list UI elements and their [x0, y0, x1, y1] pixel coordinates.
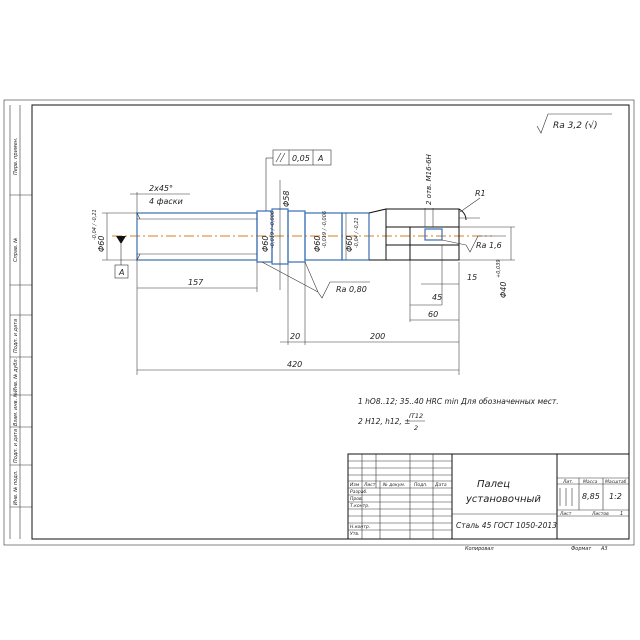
side-stamp-column: Перв. примен. Справ. № Подп. и дата Инв.… — [9, 105, 32, 539]
side-stamp-4: Инв. № дубл. — [13, 358, 19, 392]
part-name-line-2: установочный — [465, 494, 541, 505]
shoulder-diameter-label: Φ58 — [282, 191, 291, 207]
chamfer-count: 4 фаски — [149, 197, 183, 206]
bore-roughness-label: Ra 1,6 — [476, 241, 502, 250]
sheet-outer-border — [3, 99, 635, 546]
tb-role-3: Т.контр. — [350, 503, 370, 509]
note-line-1: 1 hО8..12; 35..40 HRC min Для обозначенн… — [358, 397, 559, 406]
tb-role-2: Пров. — [350, 496, 363, 502]
len-20-label: 20 — [290, 332, 300, 341]
chamfer-callout: 2x45° 4 фаски — [130, 184, 190, 213]
radius-label: R1 — [475, 189, 486, 198]
bore-diameter-dim: Φ40 +0,039 — [459, 226, 515, 298]
tb-col-lit: Лит. — [562, 479, 573, 485]
bore-diameter-tol: +0,039 — [496, 259, 502, 278]
general-roughness-mark: Ra 3,2 (√) — [536, 113, 612, 134]
chamfer-size: 2x45° — [149, 184, 173, 193]
len-15-label: 15 — [467, 273, 477, 282]
tolerance-frame: 0,05 A — [265, 149, 332, 211]
len-60-label: 60 — [428, 310, 438, 319]
side-stamp-6: Подп. и дата — [13, 429, 19, 463]
mid1-diameter-tol: -0,019 / -0,006 — [270, 211, 276, 248]
shoulder-diameter-dim: Φ58 — [279, 180, 291, 290]
len-200-label: 200 — [370, 332, 385, 341]
thread-callout: 2 отв. М16-6Н — [424, 153, 434, 227]
tb-head-izm: Изм — [350, 482, 360, 488]
tb-head-date: Дата — [434, 482, 447, 488]
left-diameter-dim: Φ60 -0,04 / -0,21 — [92, 209, 137, 261]
right-diameter-tol: -0,04 / -0,21 — [354, 217, 360, 248]
format-value: А3 — [600, 546, 608, 552]
sectioned-end — [368, 208, 480, 261]
left-diameter-tol: -0,04 / -0,21 — [92, 209, 98, 240]
tb-role-5: Н.контр. — [350, 524, 370, 530]
len-420-label: 420 — [287, 360, 302, 369]
tb-col-scale: Масштаб — [605, 479, 627, 485]
right-diameter-label: Φ60 — [345, 236, 354, 252]
mid2-diameter-tol: -0,019 / -0,006 — [322, 211, 328, 248]
tb-sheets-value: 1 — [620, 511, 623, 517]
right-diameter-dim: Φ60 -0,04 / -0,21 — [345, 213, 360, 260]
local-roughness-callout: Ra 0,80 — [261, 261, 370, 299]
side-stamp-5: Взам. инв. № — [13, 392, 19, 426]
tb-sheet-label: Лист — [559, 511, 572, 517]
note-frac-top: IT12 — [409, 412, 423, 420]
tb-mass-value: 8,85 — [582, 492, 600, 501]
parallelism-icon — [275, 152, 286, 163]
datum-a-letter: A — [118, 268, 124, 277]
tb-scale-value: 1:2 — [609, 492, 622, 501]
mid-diameter-dims: Φ60 -0,019 / -0,006 Φ60 -0,019 / -0,006 — [261, 211, 328, 252]
bore-roughness-callout: Ra 1,6 — [441, 235, 506, 253]
tb-role-6: Утв. — [350, 531, 359, 537]
side-stamp-7: Инв. № подл. — [13, 471, 19, 506]
sheet-inner-frame — [31, 104, 630, 540]
right-end-length-dims: 15 45 60 — [409, 245, 477, 322]
tb-head-doc: № докум. — [382, 482, 405, 488]
note-frac-bottom: 2 — [414, 424, 418, 432]
left-diameter-label: Φ60 — [97, 236, 106, 252]
tb-role-1: Разраб. — [350, 489, 368, 495]
lower-length-dims: 157 20 200 420 — [136, 260, 460, 375]
local-roughness-label: Ra 0,80 — [336, 285, 367, 294]
mid1-diameter-label: Φ60 — [261, 236, 270, 252]
note-line-2: 2 H12, h12, ± — [358, 417, 410, 426]
general-roughness-label: Ra 3,2 (√) — [553, 120, 598, 131]
tolerance-value: 0,05 — [292, 154, 310, 163]
tb-sheets-label: Листов — [591, 511, 609, 517]
tb-head-list: Лист — [363, 482, 376, 488]
side-stamp-1: Перв. примен. — [13, 137, 19, 175]
len-45-label: 45 — [432, 293, 442, 302]
radius-callout: R1 — [459, 189, 486, 213]
technical-notes: 1 hО8..12; 35..40 HRC min Для обозначенн… — [358, 397, 559, 432]
tb-col-mass: Масса — [583, 479, 598, 485]
tb-head-sign: Подп. — [414, 482, 428, 488]
bore-diameter-label: Φ40 — [499, 282, 508, 298]
thread-label: 2 отв. М16-6Н — [425, 153, 433, 205]
material-label: Сталь 45 ГОСТ 1050-2013 — [456, 521, 557, 530]
tolerance-datum: A — [317, 154, 323, 163]
datum-a-symbol: A — [114, 236, 129, 279]
title-block: Изм Лист № докум. Подп. Дата Разраб. Про… — [347, 453, 630, 540]
side-stamp-2: Справ. № — [13, 238, 19, 262]
part-name-line-1: Палец — [477, 479, 510, 490]
len-157-label: 157 — [188, 278, 204, 287]
mid2-diameter-label: Φ60 — [313, 236, 322, 252]
copied-label: Копировал — [465, 546, 494, 552]
shaft-outline — [136, 208, 370, 265]
format-label: Формат — [571, 546, 592, 552]
side-stamp-3: Подп. и дата — [13, 319, 19, 353]
